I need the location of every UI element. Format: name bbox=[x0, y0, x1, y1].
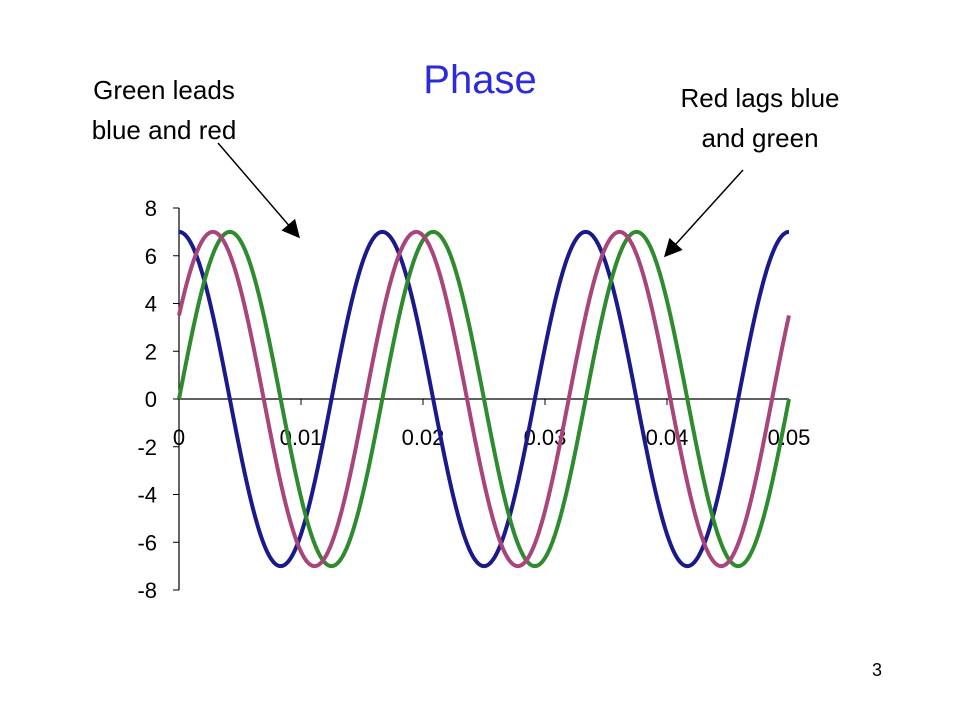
annotation-red-lags: Red lags blue and green bbox=[640, 78, 880, 158]
series-line-0 bbox=[178, 229, 790, 569]
y-tick-label: 0 bbox=[145, 387, 157, 412]
annotation-arrow-red bbox=[663, 169, 744, 258]
y-tick-label: -8 bbox=[137, 578, 157, 603]
y-tick-label: -6 bbox=[137, 530, 157, 555]
annotation-arrow-green bbox=[217, 142, 300, 239]
y-tick-label: -4 bbox=[137, 483, 157, 508]
y-tick-label: 2 bbox=[145, 339, 157, 364]
y-tick-label: 8 bbox=[145, 196, 157, 221]
y-tick-label: 6 bbox=[145, 244, 157, 269]
page-number: 3 bbox=[871, 660, 882, 680]
series-line-1 bbox=[177, 229, 791, 569]
x-tick-label: 0.04 bbox=[646, 425, 689, 450]
annotation-green-leads: Green leads blue and red bbox=[64, 70, 264, 150]
series-line-2 bbox=[177, 229, 791, 569]
x-tick-label: 0.05 bbox=[768, 425, 811, 450]
annotation-green-line-1: Green leads bbox=[93, 75, 235, 105]
y-tick-label: 4 bbox=[145, 292, 157, 317]
y-tick-label: -2 bbox=[137, 435, 157, 460]
x-tick-label: 0 bbox=[173, 425, 185, 450]
annotation-green-line-2: blue and red bbox=[91, 115, 237, 145]
annotation-red-line-2: and green bbox=[701, 123, 819, 153]
annotation-red-line-1: Red lags blue bbox=[680, 83, 840, 113]
slide-title: Phase bbox=[423, 58, 537, 102]
